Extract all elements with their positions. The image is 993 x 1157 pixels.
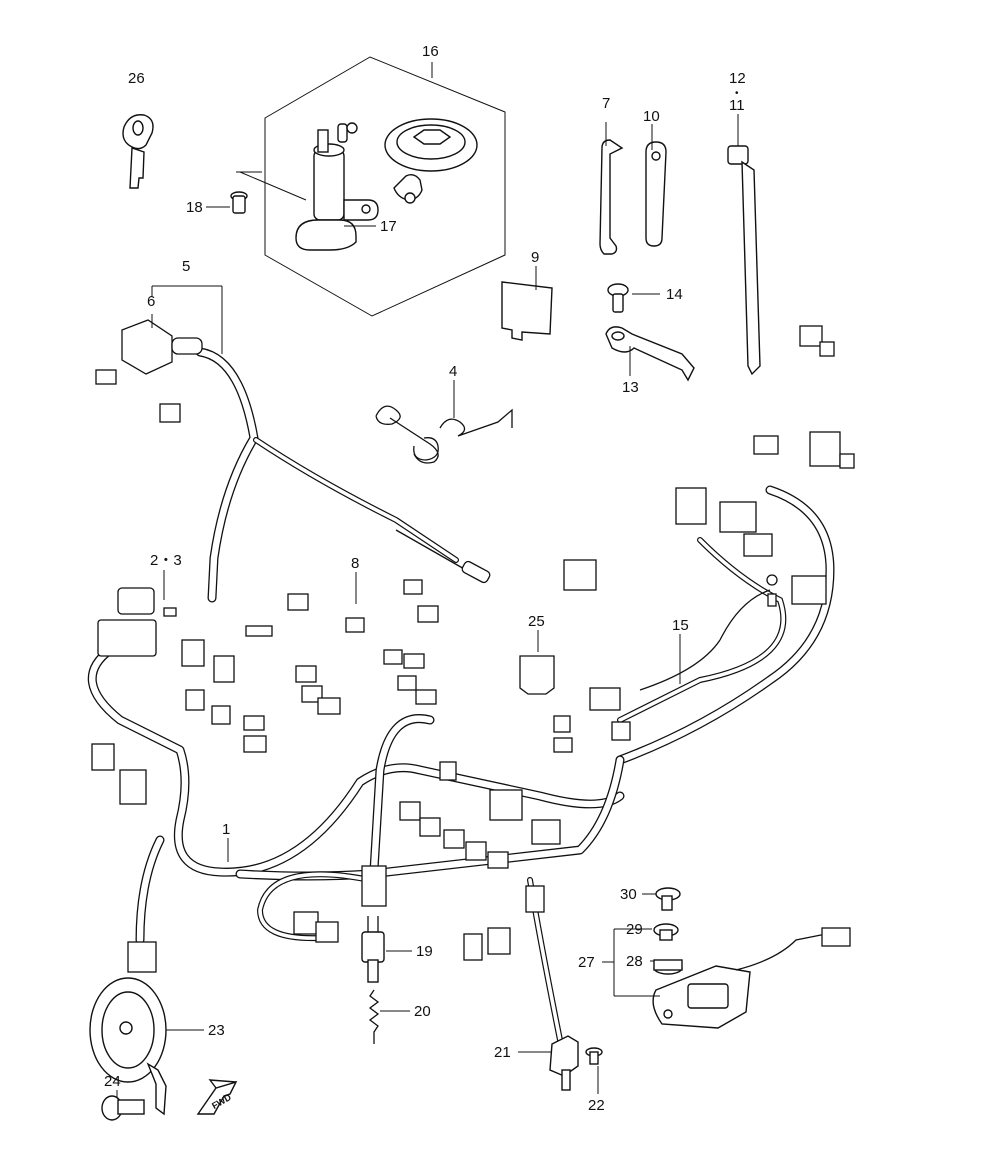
callout-17: 17	[380, 218, 397, 235]
callout-25: 25	[528, 613, 545, 630]
leader-lines	[116, 114, 739, 1098]
callout-4: 4	[449, 363, 457, 380]
callout-12-dot: •	[735, 88, 739, 99]
callout-12: 12	[729, 70, 746, 87]
cable-tie	[727, 145, 761, 376]
callout-30: 30	[620, 886, 637, 903]
callout-23: 23	[208, 1022, 225, 1039]
switch-21	[549, 1035, 579, 1091]
harness-connectors	[91, 319, 855, 973]
spring-4	[375, 405, 513, 464]
callout-2-3: 2・3	[150, 552, 182, 569]
callout-27: 27	[578, 954, 595, 971]
pad-9	[501, 281, 553, 341]
callout-1: 1	[222, 821, 230, 838]
callout-24: 24	[104, 1073, 121, 1090]
ignition-key	[122, 114, 154, 189]
callout-15: 15	[672, 617, 689, 634]
washer-29	[653, 923, 679, 941]
callout-11: 11	[729, 97, 745, 114]
screw-22	[585, 1047, 603, 1065]
bolt-30	[655, 887, 681, 911]
callout-labels: 16 26 18 17 5 6 7 10 12 • 11 9 14 13 4 2…	[104, 43, 746, 1114]
callout-29: 29	[626, 921, 643, 938]
callout-5: 5	[182, 258, 190, 275]
bracket-13	[605, 326, 695, 382]
callout-10: 10	[643, 108, 660, 125]
callout-9: 9	[531, 249, 539, 266]
callout-20: 20	[414, 1003, 431, 1020]
horn-23	[89, 977, 167, 1116]
bolt-14	[607, 283, 629, 313]
bracket-10	[645, 141, 667, 247]
callout-28: 28	[626, 953, 643, 970]
callout-7: 7	[602, 95, 610, 112]
main-wire-harness	[87, 347, 835, 1043]
callout-22: 22	[588, 1097, 605, 1114]
callout-18: 18	[186, 199, 203, 216]
callout-21: 21	[494, 1044, 511, 1061]
bracket-7	[599, 139, 624, 255]
sensor-27	[652, 927, 851, 1029]
callout-6: 6	[147, 293, 155, 310]
callout-16: 16	[422, 43, 439, 60]
screw-18	[230, 191, 248, 214]
collar-28	[653, 959, 683, 975]
switch-19	[361, 916, 385, 983]
spring-20	[368, 989, 380, 1044]
callout-8: 8	[351, 555, 359, 572]
fwd-arrow-icon: FWD	[196, 1079, 238, 1115]
ignition-switch-set	[264, 56, 506, 317]
bolt-24	[101, 1095, 145, 1121]
callout-13: 13	[622, 379, 639, 396]
callout-14: 14	[666, 286, 683, 303]
callout-26: 26	[128, 70, 145, 87]
callout-19: 19	[416, 943, 433, 960]
